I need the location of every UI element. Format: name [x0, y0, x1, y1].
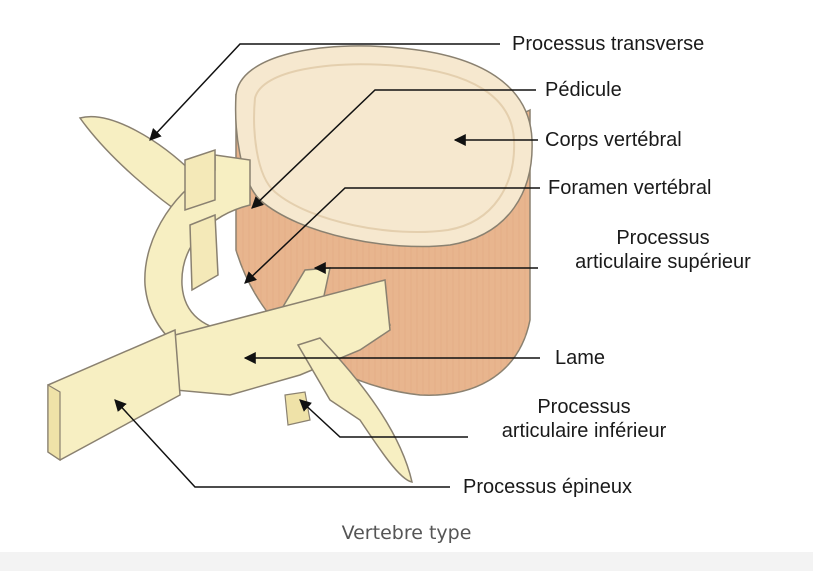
leader-pedicule — [251, 89, 536, 209]
leader-epineux — [114, 399, 450, 488]
label-processus-transverse: Processus transverse — [512, 33, 705, 55]
label-art-inf-line2: articulaire inférieur — [501, 420, 667, 442]
label-art-inf-line1: Processus — [537, 396, 631, 418]
leader-lines — [114, 43, 540, 488]
label-processus-articulaire-inferieur: Processus articulaire inférieur — [475, 395, 693, 443]
leader-transverse — [149, 43, 500, 141]
bottom-band — [0, 552, 813, 571]
label-lame: Lame — [555, 347, 606, 369]
label-corps-vertebral: Corps vertébral — [545, 129, 682, 151]
label-art-sup-line2: articulaire supérieur — [575, 251, 751, 273]
label-art-sup-line1: Processus — [616, 227, 710, 249]
inferior-articular-process-shape — [296, 337, 413, 483]
label-processus-articulaire-superieur: Processus articulaire supérieur — [548, 226, 778, 274]
label-foramen-vertebral: Foramen vertébral — [548, 177, 712, 199]
spinous-process-shape — [47, 328, 181, 461]
leader-art-inf — [299, 399, 468, 438]
figure-caption: Vertebre type — [341, 522, 472, 544]
leader-foramen — [244, 187, 540, 284]
label-pedicule: Pédicule — [545, 79, 622, 101]
label-processus-epineux: Processus épineux — [463, 476, 632, 498]
